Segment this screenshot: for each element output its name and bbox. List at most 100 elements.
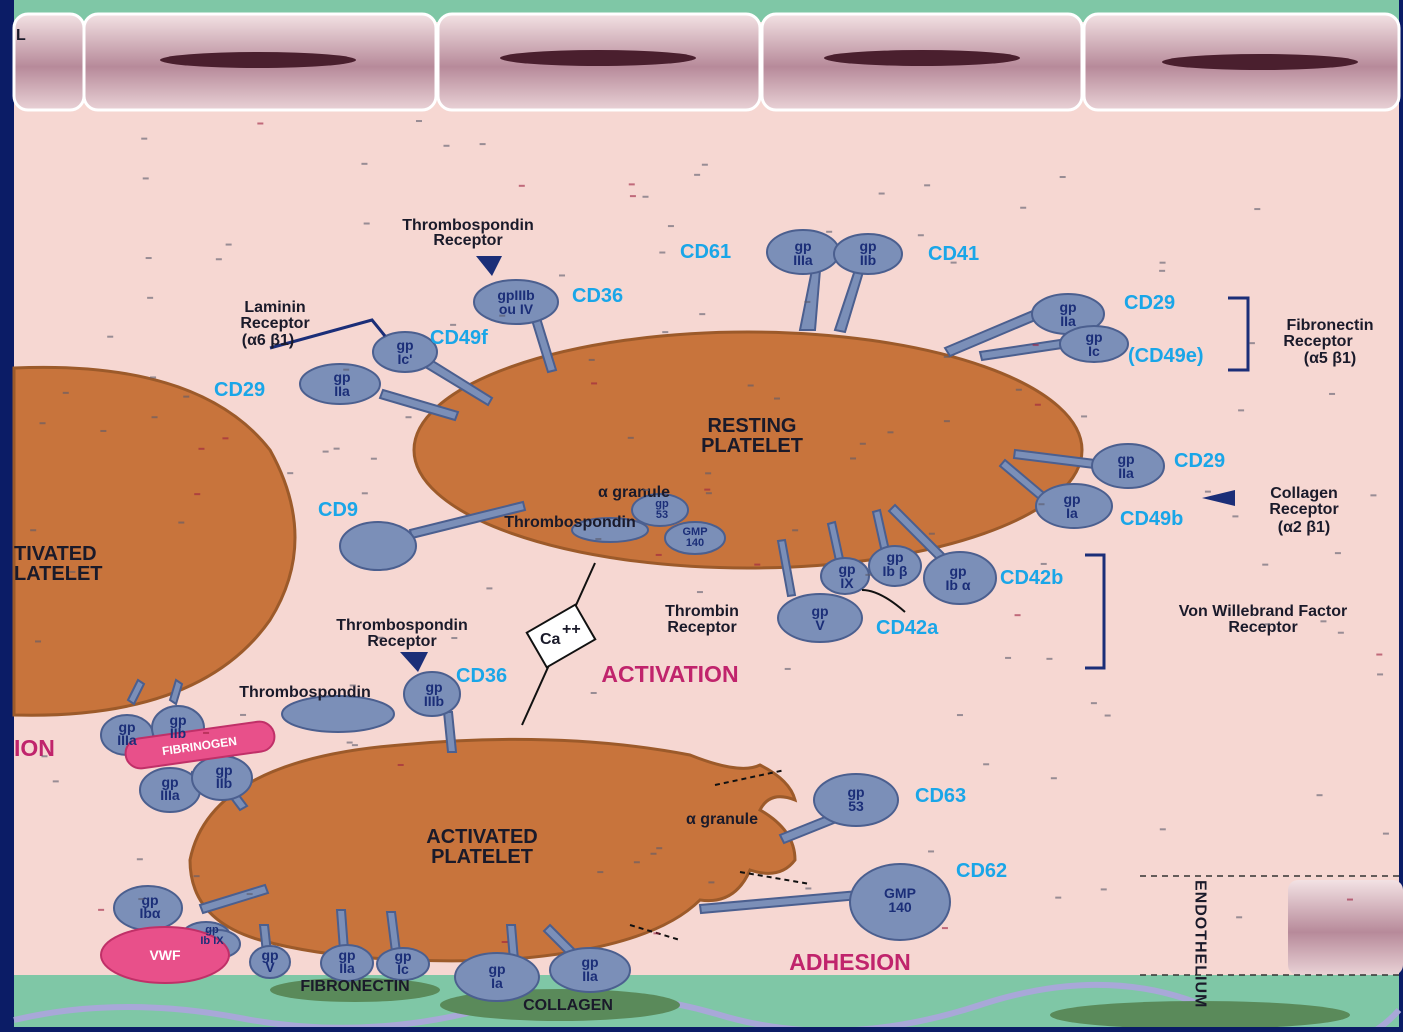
cd49f-label: CD49f xyxy=(430,327,488,349)
gpIIa-bot2-2: IIa xyxy=(582,968,598,984)
gpIIIa-agg2-2: IIIa xyxy=(160,787,180,803)
collagen-receptor-line1: Collagen xyxy=(1270,485,1338,502)
plasma-dot xyxy=(222,437,228,439)
plasma-dot xyxy=(1051,777,1057,779)
plasma-dot xyxy=(1317,794,1323,796)
gmp140-in-2: 140 xyxy=(686,537,704,549)
plasma-dot xyxy=(1205,491,1211,493)
left-platelet-line1: TIVATED xyxy=(14,543,97,565)
plasma-dot xyxy=(1238,409,1244,411)
plasma-dot xyxy=(371,458,377,460)
plasma-dot xyxy=(1101,888,1107,890)
plasma-dot xyxy=(1060,176,1066,178)
plasma-dot xyxy=(146,257,152,259)
plasma-dot xyxy=(597,871,603,873)
plasma-dot xyxy=(150,376,156,378)
plasma-dot xyxy=(377,637,383,639)
laminin-receptor-line1: Laminin xyxy=(244,299,305,316)
alpha-granule-bottom: α granule xyxy=(686,811,758,828)
gpIb-IX-bot-2: Ib IX xyxy=(200,935,224,947)
thrombospondin-receptor-bottom-line2: Receptor xyxy=(367,633,436,650)
plasma-dot xyxy=(591,382,597,384)
plasma-dot xyxy=(203,732,209,734)
plasma-dot xyxy=(334,448,340,450)
cd42a-label: CD42a xyxy=(876,617,939,639)
cd9-label: CD9 xyxy=(318,499,358,521)
plasma-dot xyxy=(860,443,866,445)
gp53-in-2: 53 xyxy=(656,509,668,521)
plasma-dot xyxy=(1015,614,1021,616)
plasma-dot xyxy=(1016,389,1022,391)
cd29-collagen-label: CD29 xyxy=(1174,450,1225,472)
plasma-dot xyxy=(137,858,143,860)
plasma-dot xyxy=(240,714,246,716)
plasma-dot xyxy=(1377,673,1383,675)
gpV-bot-2: V xyxy=(265,959,275,975)
fibronectin-receptor-line2: Receptor xyxy=(1283,333,1352,350)
vwf-receptor-line1: Von Willebrand Factor xyxy=(1179,603,1347,620)
plasma-dot xyxy=(643,489,649,491)
cd49b-label: CD49b xyxy=(1120,508,1183,530)
gpIc-prime-2: Ic' xyxy=(397,351,412,367)
cd61-label: CD61 xyxy=(680,241,731,263)
plasma-dot xyxy=(659,252,665,254)
endothelium-label: ENDOTHELIUM xyxy=(1192,880,1209,1008)
plasma-dot xyxy=(1046,658,1052,660)
plasma-dot xyxy=(1262,564,1268,566)
plasma-dot xyxy=(343,369,349,371)
collagen-receptor-line2: Receptor xyxy=(1269,501,1338,518)
plasma-dot xyxy=(107,336,113,338)
plasma-dot xyxy=(708,881,714,883)
plasma-dot xyxy=(30,529,36,531)
plasma-dot xyxy=(792,529,798,531)
corner-letter: L xyxy=(16,27,26,44)
plasma-dot xyxy=(628,437,634,439)
plasma-dot xyxy=(178,522,184,524)
plasma-dot xyxy=(35,640,41,642)
plasma-dot xyxy=(1160,262,1166,264)
plasma-dot xyxy=(879,193,885,195)
left-platelet-line2: LATELET xyxy=(14,563,103,585)
gpV-2: V xyxy=(815,617,825,633)
plasma-dot xyxy=(1249,342,1255,344)
plasma-dot xyxy=(364,223,370,225)
plasma-dot xyxy=(1020,207,1026,209)
plasma-dot xyxy=(634,861,640,863)
plasma-dot xyxy=(1338,632,1344,634)
plasma-dot xyxy=(183,396,189,398)
plasma-dot xyxy=(804,301,810,303)
plasma-dot xyxy=(1091,702,1097,704)
plasma-dot xyxy=(1232,515,1238,517)
gpIa-bot-2: Ia xyxy=(491,975,503,991)
cd36-top-label: CD36 xyxy=(572,285,623,307)
plasma-dot xyxy=(785,668,791,670)
thrombospondin-inside: Thrombospondin xyxy=(504,514,636,531)
plasma-dot xyxy=(450,324,456,326)
plasma-dot xyxy=(1159,270,1165,272)
plasma-dot xyxy=(1383,833,1389,835)
gpIIa-col-2: IIa xyxy=(1118,465,1134,481)
plasma-dot xyxy=(668,225,674,227)
plasma-dot xyxy=(1329,393,1335,395)
gpIIa-fib-2: IIa xyxy=(1060,313,1076,329)
plasma-dot xyxy=(748,385,754,387)
plasma-dot xyxy=(486,587,492,589)
plasma-dot xyxy=(416,120,422,122)
endothelial-cell-fragment xyxy=(1288,880,1403,975)
plasma-dot xyxy=(643,196,649,198)
laminin-receptor-line3: (α6 β1) xyxy=(242,332,295,349)
gpIIb-agg2-2: IIb xyxy=(216,775,232,791)
laminin-receptor-line2: Receptor xyxy=(240,315,309,332)
plasma-dot xyxy=(198,448,204,450)
plasma-dot xyxy=(41,755,47,757)
plasma-dot xyxy=(1055,897,1061,899)
plasma-dot xyxy=(323,451,329,453)
plasma-dot xyxy=(942,927,948,929)
gpIIIa-top-2: IIIa xyxy=(793,252,813,268)
plasma-dot xyxy=(53,780,59,782)
plasma-dot xyxy=(1264,623,1270,625)
gpIIIb-IV-2: ou IV xyxy=(499,301,534,317)
plasma-dot xyxy=(1236,916,1242,918)
activation-label: ACTIVATION xyxy=(601,661,738,687)
